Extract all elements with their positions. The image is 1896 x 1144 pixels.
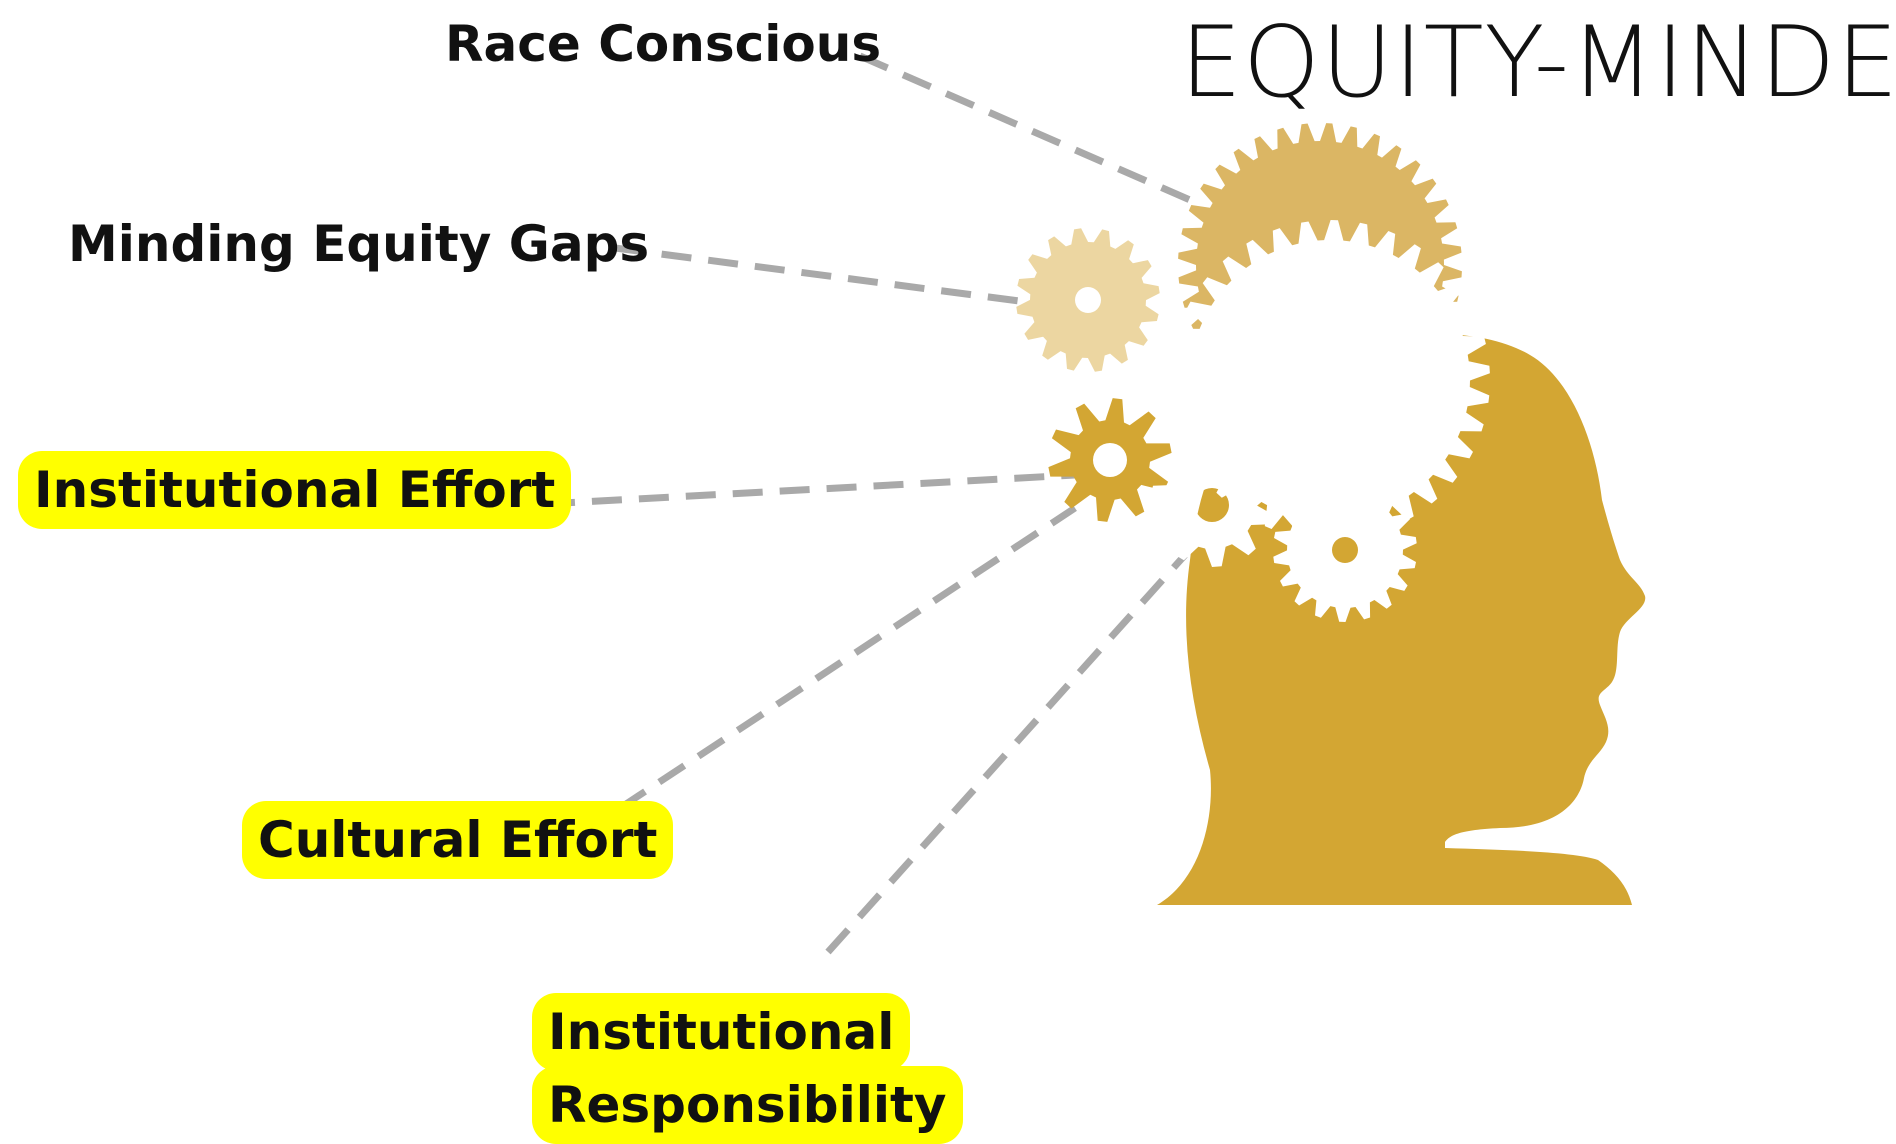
label-cultural-effort-text: Cultural Effort xyxy=(242,801,674,879)
connector-minding-equity-gaps xyxy=(614,244,1051,309)
label-institutional-responsibility-line1: Institutional xyxy=(532,993,911,1071)
label-institutional-responsibility-line2: Responsibility xyxy=(532,1066,963,1144)
label-institutional-effort-text: Institutional Effort xyxy=(18,451,572,529)
connector-institutional-responsibility xyxy=(825,552,1188,955)
connector-lines xyxy=(544,52,1192,955)
label-minding-equity-gaps: Minding Equity Gaps xyxy=(68,215,650,273)
connector-institutional-effort xyxy=(544,471,1076,508)
small-gear-icon xyxy=(1048,398,1172,522)
page-title: EQUITY-MINDED xyxy=(1180,6,1896,120)
pale-gear-icon xyxy=(1016,228,1160,372)
label-institutional-effort: Institutional Effort xyxy=(18,451,572,529)
rear-gear-icon xyxy=(1170,220,1490,540)
white-gear-right-icon xyxy=(1273,478,1417,622)
label-race-conscious: Race Conscious xyxy=(445,15,882,73)
connector-cultural-effort xyxy=(618,505,1077,811)
white-gear-icon xyxy=(1150,443,1274,567)
label-cultural-effort: Cultural Effort xyxy=(242,801,674,879)
label-institutional-responsibility: Institutional Responsibility xyxy=(532,993,963,1144)
connector-race-conscious xyxy=(858,52,1192,204)
